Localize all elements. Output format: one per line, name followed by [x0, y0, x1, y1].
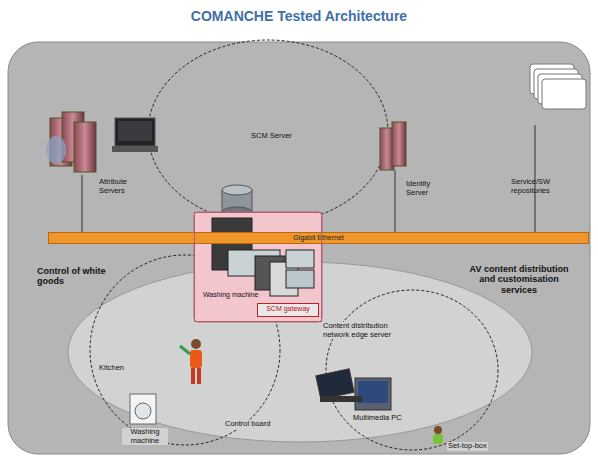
attribute-servers-icon [46, 112, 96, 172]
region-label: Content distribution network edge server [322, 322, 410, 339]
diagram-title: COMANCHE Tested Architecture [0, 8, 598, 24]
region-label: SCM Server [250, 132, 293, 141]
region-label: Attribute Servers [98, 178, 144, 195]
gateway-modules [212, 218, 314, 296]
system-panel [8, 42, 590, 454]
node-text: Gigabit Ethernet [51, 234, 586, 242]
multimedia-pc-icon [316, 369, 391, 410]
set-top-box-user [433, 426, 443, 444]
region-label: Identity Server [405, 180, 447, 197]
node-text: SCM gateway [260, 305, 316, 313]
region-label: AV content distribution and customisatio… [462, 264, 576, 295]
identity-server-icon [380, 122, 406, 170]
region-label: Multimedia PC [352, 414, 403, 423]
washing-machine-icon [130, 394, 156, 424]
region-label: Service/SW repositories [510, 178, 574, 195]
ethernet-band: Gigabit Ethernet [48, 232, 589, 244]
region-label: Control board [224, 420, 271, 429]
gateway-box: Washing machineSCM gateway [194, 212, 322, 322]
region-label: Washing machine [122, 428, 168, 445]
gateway-housing [194, 212, 322, 322]
scm-gateway-box: SCM gateway [257, 303, 319, 317]
domain-circles [90, 40, 498, 450]
monitor-icon [112, 118, 158, 152]
region-label: Kitchen [98, 364, 125, 373]
person-figure [180, 339, 202, 384]
repository-documents [530, 64, 586, 109]
region-label: Set-top-box [447, 442, 488, 451]
node-text: Washing machine [203, 291, 258, 299]
region-label: Control of white goods [36, 266, 110, 287]
